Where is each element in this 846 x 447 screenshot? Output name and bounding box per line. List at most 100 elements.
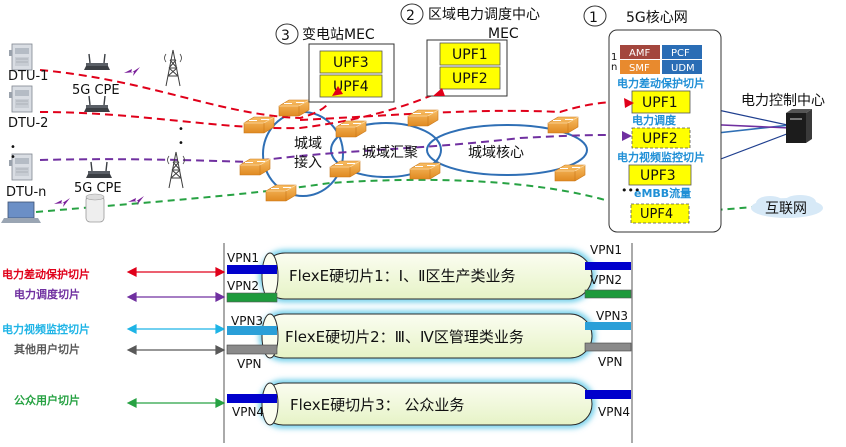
step-number: 3 <box>281 28 290 44</box>
nf-label: AMF <box>629 48 650 59</box>
nf-amf: AMF <box>620 45 660 59</box>
cpe-bottom-label: 5G CPE <box>74 181 122 196</box>
ellipsis-dot: • <box>10 142 16 153</box>
substation-mec: UPF3 UPF4 3 变电站MEC <box>275 23 395 103</box>
legend-arrow <box>126 292 226 302</box>
nf-label: PCF <box>671 48 690 59</box>
core-stray-text: 1 n <box>611 52 621 73</box>
slice-label-diff-protection: 电力差动保护切片 <box>617 76 705 90</box>
vpn-label: VPN3 <box>596 309 628 323</box>
vpn-bar <box>585 390 631 399</box>
terminal-devices <box>1 43 185 223</box>
vpn-label: VPN1 <box>590 243 622 257</box>
nf-label: UDM <box>671 63 695 74</box>
step-badge <box>275 23 299 45</box>
upf-box-upf3: UPF3 <box>319 50 383 74</box>
legend-arrow <box>126 267 226 277</box>
core-title: 5G核心网 <box>626 10 688 26</box>
server-icon <box>786 109 812 143</box>
vpn-bar <box>226 344 278 355</box>
router <box>407 109 439 127</box>
red-slice-path-1 <box>39 69 339 120</box>
nf-smf: SMF <box>620 60 660 74</box>
step-badge <box>583 5 607 27</box>
flexe-pipe-2: FlexE硬切片2：Ⅲ、Ⅳ区管理类业务 VPN3 VPN VPN3 VPN <box>226 309 632 371</box>
legend-label: 其他用户切片 <box>14 342 80 356</box>
regional-dispatch-mec: UPF1 UPF2 2 区域电力调度中心 MEC <box>400 3 540 97</box>
pipe-end <box>261 252 279 300</box>
wireless-bolt-icon <box>124 67 140 76</box>
metro-access-line2: 接入 <box>294 154 322 171</box>
substation-mec-title: 变电站MEC <box>302 27 375 43</box>
control-center-label: 电力控制中心 <box>741 93 825 109</box>
core-dots: ••• <box>621 184 640 197</box>
internet-label: 互联网 <box>765 201 807 217</box>
red-slice-path-2 <box>39 91 441 130</box>
slice-label-embb: eMBB流量 <box>634 186 691 200</box>
vpn-label: VPN <box>598 355 622 369</box>
metro-access-label: 城域 接入 <box>294 136 326 171</box>
legend-arrow <box>126 398 226 408</box>
wireless-bolt-icon <box>54 198 70 207</box>
flexe-pipe-1: FlexE硬切片1：Ⅰ、Ⅱ区生产类业务 VPN1 VPN2 VPN1 VPN2 <box>226 243 632 303</box>
upf-label: UPF2 <box>642 131 678 147</box>
nf-udm: UDM <box>662 60 702 74</box>
vpn-bar <box>227 326 277 335</box>
legend-label: 电力视频监控切片 <box>2 322 90 336</box>
router <box>554 164 586 182</box>
pipe-label: FlexE硬切片2：Ⅲ、Ⅳ区管理类业务 <box>285 328 524 346</box>
router <box>329 160 361 178</box>
core-stray-line2: n <box>611 62 617 73</box>
legend-label: 公众用户切片 <box>14 393 80 407</box>
pipe-end <box>261 382 279 426</box>
cpe-router-icon <box>85 161 113 179</box>
cpe-router-icon <box>83 95 111 113</box>
metro-access-line1: 城域 <box>294 136 322 152</box>
dtu1-label: DTU-1 <box>8 69 48 84</box>
router <box>335 120 367 138</box>
cpe-router-icon <box>83 53 111 71</box>
legend-label: 电力调度切片 <box>14 287 80 301</box>
upf-label: UPF1 <box>452 47 488 63</box>
upf-label: UPF3 <box>640 168 676 184</box>
router <box>239 158 271 176</box>
vpn-bar <box>585 322 631 330</box>
pipe-label: FlexE硬切片3： 公众业务 <box>290 396 464 414</box>
upf-label: UPF2 <box>452 71 488 87</box>
vpn-label: VPN <box>237 357 261 371</box>
slice-label-video: 电力视频监控切片 <box>617 150 705 164</box>
regional-mec-subtitle: MEC <box>488 26 519 42</box>
upf-box-upf2: UPF2 <box>439 66 501 90</box>
slice-label-dispatch: 电力调度 <box>632 113 677 127</box>
cloud-icon <box>751 195 823 218</box>
vpn-label: VPN4 <box>232 405 264 419</box>
nf-label: SMF <box>629 63 650 74</box>
vpn-bar <box>584 289 632 299</box>
vpn-bar <box>226 292 278 303</box>
metro-aggregation-label: 城域汇聚 <box>362 145 418 161</box>
laptop-icon <box>1 201 41 223</box>
regional-mec-title: 区域电力调度中心 <box>428 7 540 23</box>
vpn-bar <box>227 265 277 274</box>
legend-arrow <box>126 345 226 355</box>
cpe-top-label: 5G CPE <box>72 83 120 98</box>
arrowheads <box>332 86 634 108</box>
upf-box-core-upf3: UPF3 <box>628 164 692 186</box>
arrowhead <box>433 88 445 96</box>
dtun-label: DTU-n <box>6 185 46 200</box>
legend-arrows <box>126 267 226 408</box>
vpn-label: VPN4 <box>598 405 630 419</box>
router <box>278 99 310 117</box>
purple-slice-path <box>39 133 631 164</box>
slice-legend: 电力差动保护切片 电力调度切片 电力视频监控切片 其他用户切片 公众用户切片 <box>2 267 90 407</box>
upf-label: UPF4 <box>333 79 369 95</box>
step-number: 2 <box>406 8 415 24</box>
core-stray-line1: 1 <box>611 52 617 63</box>
router <box>547 116 579 134</box>
nf-pcf: PCF <box>662 45 702 59</box>
upf-label: UPF3 <box>333 55 369 71</box>
5g-core: 1 5G核心网 AMF PCF SMF UDM 1 n 电力差动保护切片 UPF… <box>583 5 722 233</box>
ellipsis-dot: • <box>10 152 16 163</box>
step-badge <box>400 3 424 25</box>
